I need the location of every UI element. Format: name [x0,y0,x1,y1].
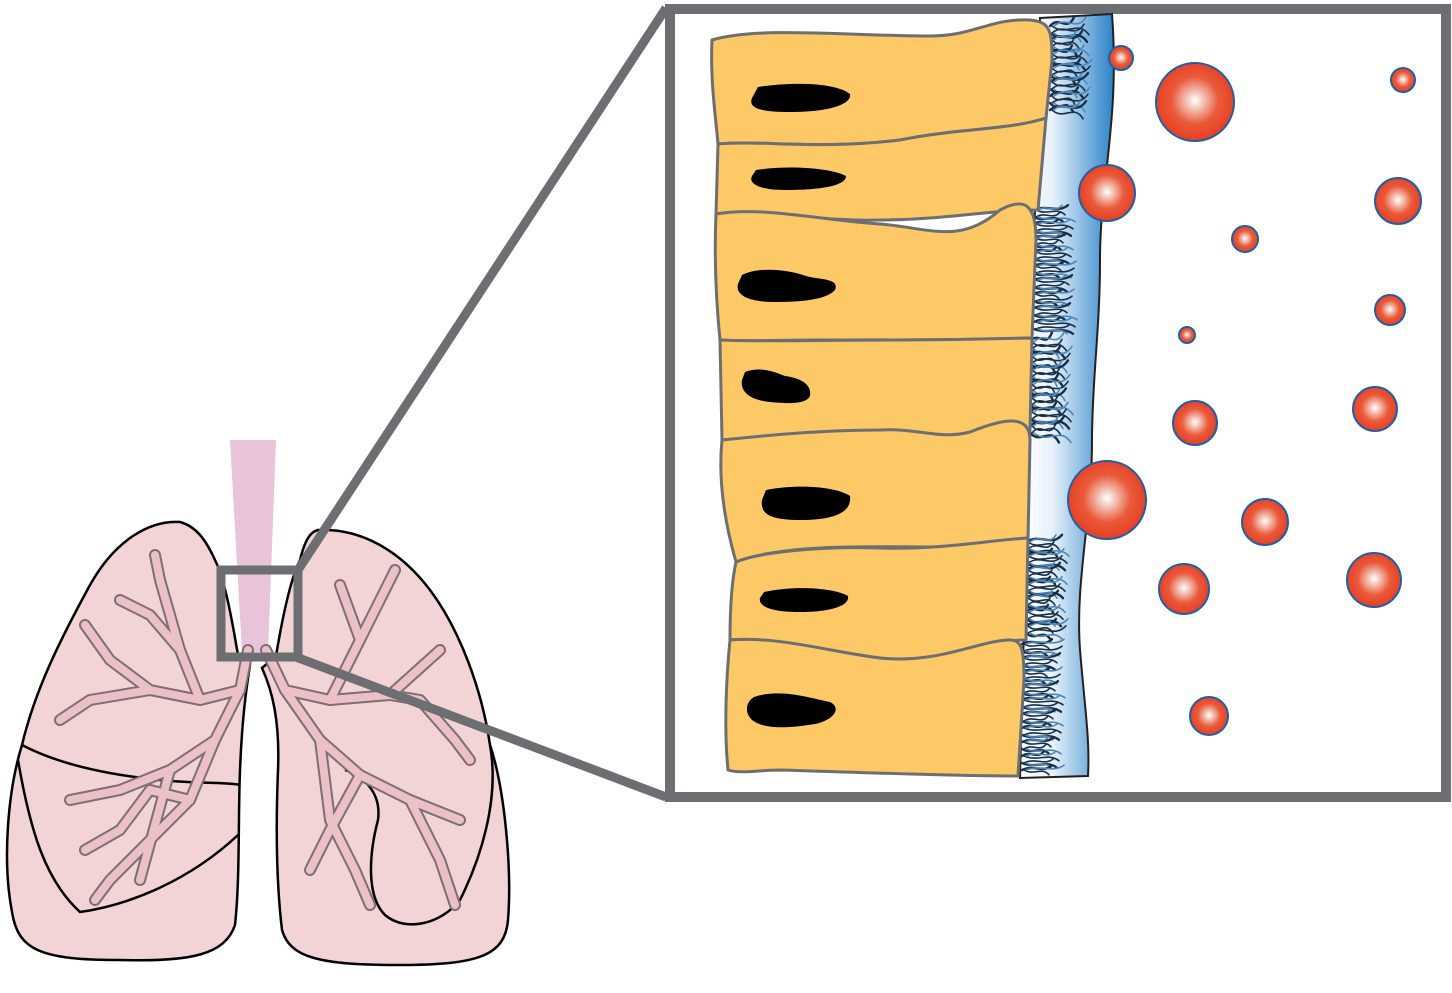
zoom-connector [294,5,670,802]
nuclei [737,83,851,728]
inhaled-particle [1346,552,1402,608]
cell-nucleus [751,167,846,190]
cell-nucleus [737,269,836,302]
cell-nucleus [759,588,849,612]
epithelial-cells [710,18,1054,778]
cilia-tuft [1032,204,1078,335]
inhaled-particle [1374,294,1406,326]
inhaled-particle [1390,67,1416,93]
inhaled-particle [1178,326,1196,344]
cilia-tuft [1048,16,1093,120]
trachea [230,440,276,652]
cell-nucleus [761,486,851,520]
inhaled-particle [1108,45,1134,71]
inhaled-particle [1241,498,1289,546]
inhaled-particle [1067,460,1147,540]
cell-nucleus [746,693,836,728]
cell-nucleus [751,83,851,112]
inhaled-particle [1374,177,1422,225]
inhaled-particle [1158,563,1210,615]
inhaled-particle [1189,696,1229,736]
left-lung-fissure-lower [16,759,239,914]
particle-layer [1067,45,1422,736]
inhaled-particle [1155,62,1235,142]
lungs-illustration [5,440,511,967]
bronchial-tree [54,549,476,911]
cell-nucleus [741,369,811,404]
inhaled-particle [1172,400,1218,446]
cilia-tuft [1020,638,1066,776]
right-lung-fissure [344,744,494,926]
epithelial-cell [724,637,1026,778]
inhaled-particle [1078,164,1136,222]
inhaled-particle [1352,386,1398,432]
inhaled-particle [1231,225,1259,253]
zoom-source-box [216,565,303,662]
